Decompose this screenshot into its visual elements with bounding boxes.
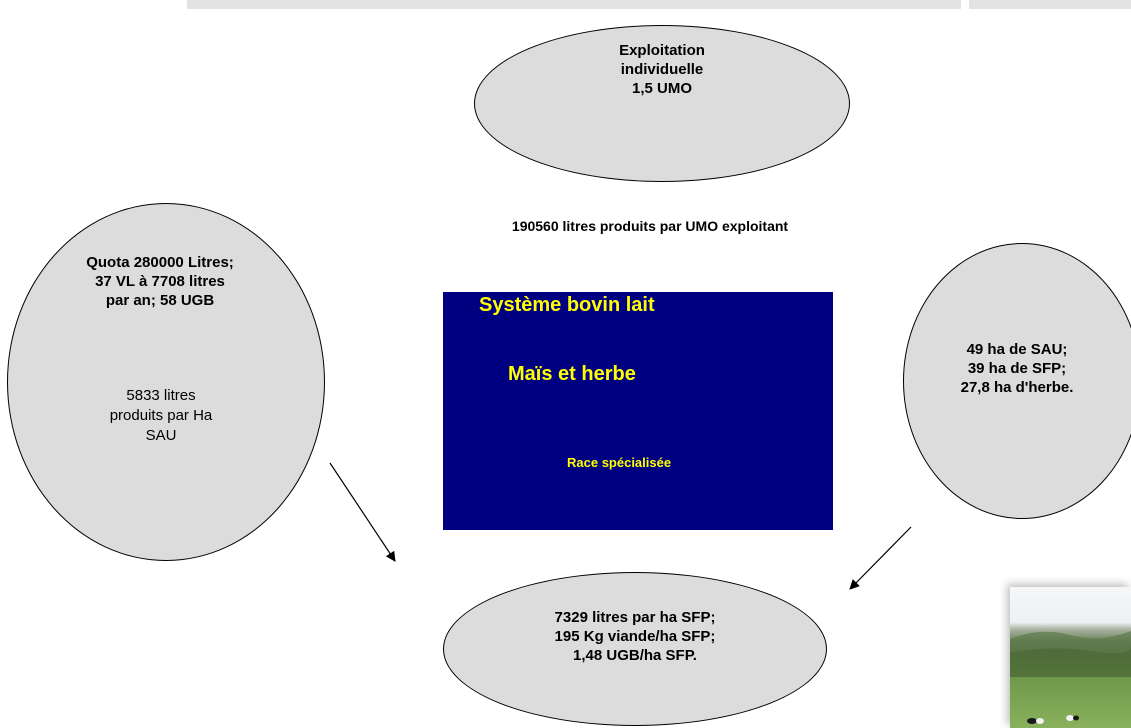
quota-text: Quota 280000 Litres; 37 VL à 7708 litres… (35, 253, 285, 310)
sau-line1: 49 ha de SAU; (966, 341, 1068, 358)
exploitation-line2: individuelle (620, 61, 704, 78)
exploitation-text: Exploitation individuelle 1,5 UMO (562, 41, 762, 98)
exploitation-line1: Exploitation (619, 42, 705, 59)
sau-text: 49 ha de SAU; 39 ha de SFP; 27,8 ha d'he… (912, 340, 1122, 397)
sau-line2: 39 ha de SFP; (967, 360, 1067, 377)
pasture-photo (1010, 587, 1131, 728)
quota-line3: par an; 58 UGB (105, 292, 215, 309)
sau-line3: 27,8 ha d'herbe. (960, 379, 1074, 396)
results-line3: 1,48 UGB/ha SFP. (573, 647, 697, 664)
sau-yield-line3: SAU (145, 427, 177, 444)
sau-yield-line2: produits par Ha (109, 407, 213, 424)
umo-caption: 190560 litres produits par UMO exploitan… (511, 218, 789, 234)
sau-circle (903, 243, 1131, 519)
quota-line2: 37 VL à 7708 litres (95, 273, 225, 290)
sau-yield-text: 5833 litres produits par Ha SAU (86, 386, 236, 446)
quota-line1: Quota 280000 Litres; (86, 254, 234, 271)
sau-yield-line1: 5833 litres (126, 387, 196, 404)
results-line1: 7329 litres par ha SFP; (554, 609, 716, 626)
results-line2: 195 Kg viande/ha SFP; (554, 628, 716, 645)
system-race: Race spécialisée (567, 455, 672, 470)
exploitation-ellipse (474, 25, 850, 182)
quota-circle (7, 203, 325, 561)
left-arrow (329, 462, 396, 562)
pasture-illustration (1010, 631, 1131, 724)
exploitation-line3: 1,5 UMO (631, 80, 692, 97)
system-title: Système bovin lait (479, 294, 655, 316)
right-arrow (849, 526, 912, 590)
system-subtitle: Maïs et herbe (508, 363, 636, 385)
system-box: Système bovin lait Maïs et herbe Race sp… (443, 292, 833, 530)
top-bar-left (187, 0, 961, 9)
results-text: 7329 litres par ha SFP; 195 Kg viande/ha… (495, 608, 775, 665)
top-bar-right (969, 0, 1131, 9)
results-ellipse (443, 572, 827, 726)
